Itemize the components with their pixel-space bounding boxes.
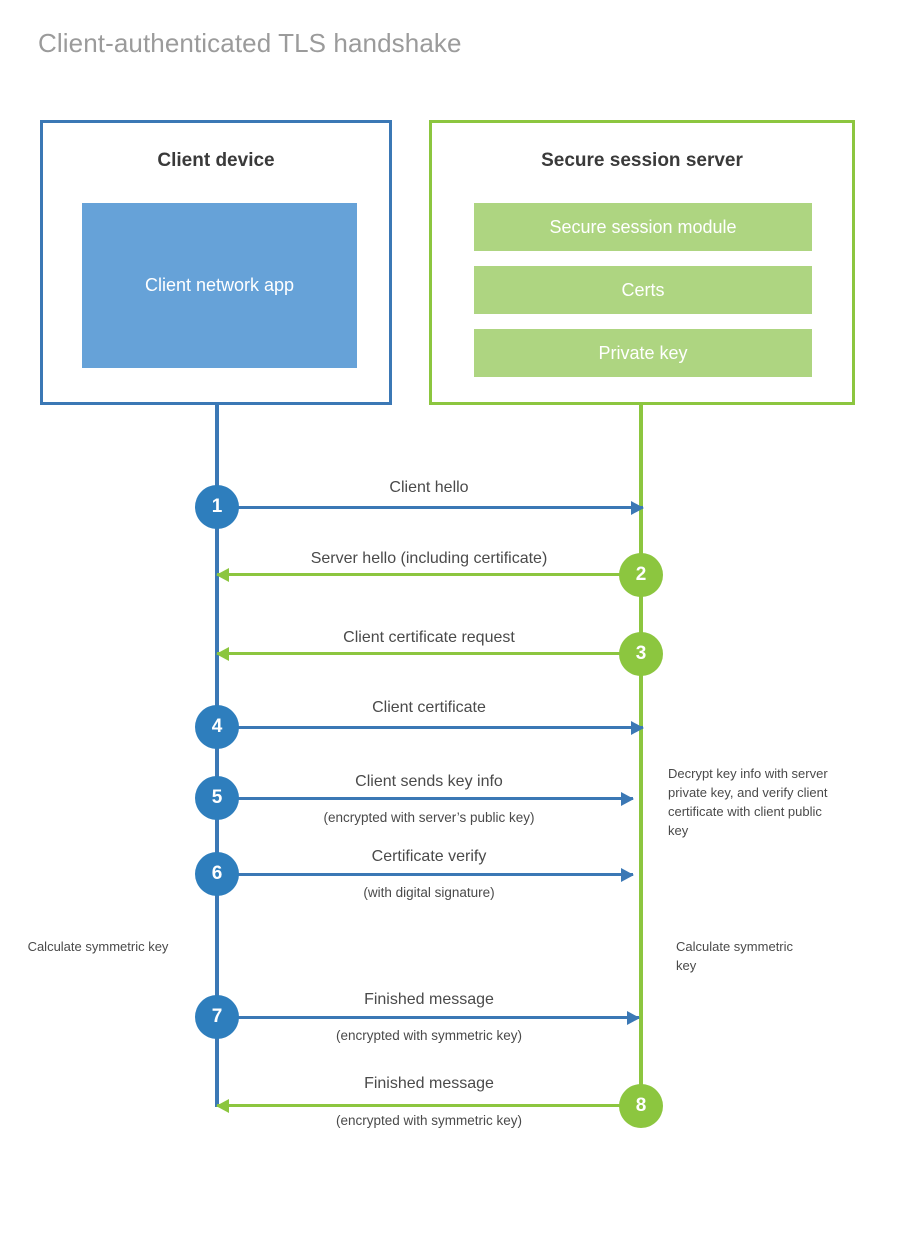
step-6-label: Certificate verify (371, 848, 487, 865)
step-5-sublabel: (encrypted with server’s public key) (323, 810, 535, 825)
step-8-arrow (216, 1098, 631, 1113)
server-block-private-key: Private key (474, 329, 812, 377)
step-6-arrow (229, 867, 634, 882)
step-4-label: Client certificate (372, 699, 486, 716)
step-2-label: Server hello (including certificate) (310, 550, 548, 567)
lifeline-client (215, 405, 219, 1107)
step-7-label: Finished message (364, 991, 494, 1008)
note-server-decrypt: Decrypt key info with server private key… (668, 766, 828, 838)
step-8-sublabel: (encrypted with symmetric key) (335, 1113, 523, 1128)
step-8-label: Finished message (364, 1075, 494, 1092)
server-block-secure-session-module: Secure session module (474, 203, 812, 251)
note-server-calculate-symmetric-key: Calculate symmetric key (676, 939, 794, 973)
lifeline-server (639, 405, 643, 1105)
step-3-arrow (216, 646, 631, 661)
step-1-label: Client hello (389, 479, 469, 496)
step-8-marker: 8 (619, 1084, 663, 1128)
server-block-certs: Certs (474, 266, 812, 314)
step-5-arrow (229, 791, 634, 806)
step-6-sublabel: (with digital signature) (363, 885, 495, 900)
client-box-title: Client device (157, 150, 275, 171)
step-7-arrow (229, 1010, 640, 1025)
step-7-sublabel: (encrypted with symmetric key) (335, 1028, 523, 1043)
step-7-marker: 7 (195, 995, 239, 1039)
step-5-label: Client sends key info (355, 773, 503, 790)
step-1-marker: 1 (195, 485, 239, 529)
step-2-marker: 2 (619, 553, 663, 597)
note-client-calculate-symmetric-key: Calculate symmetric key (27, 939, 169, 954)
step-1-arrow (229, 500, 644, 515)
participant-box-server: Secure session server Secure session mod… (429, 120, 855, 405)
step-6-marker: 6 (195, 852, 239, 896)
client-network-app-block: Client network app (82, 203, 357, 368)
step-2-arrow (216, 567, 631, 582)
step-4-arrow (229, 720, 644, 735)
step-3-label: Client certificate request (343, 629, 515, 646)
step-5-marker: 5 (195, 776, 239, 820)
server-box-title: Secure session server (541, 150, 743, 171)
step-3-marker: 3 (619, 632, 663, 676)
participant-box-client: Client device Client network app (40, 120, 392, 405)
step-4-marker: 4 (195, 705, 239, 749)
page-title: Client-authenticated TLS handshake (38, 28, 462, 58)
